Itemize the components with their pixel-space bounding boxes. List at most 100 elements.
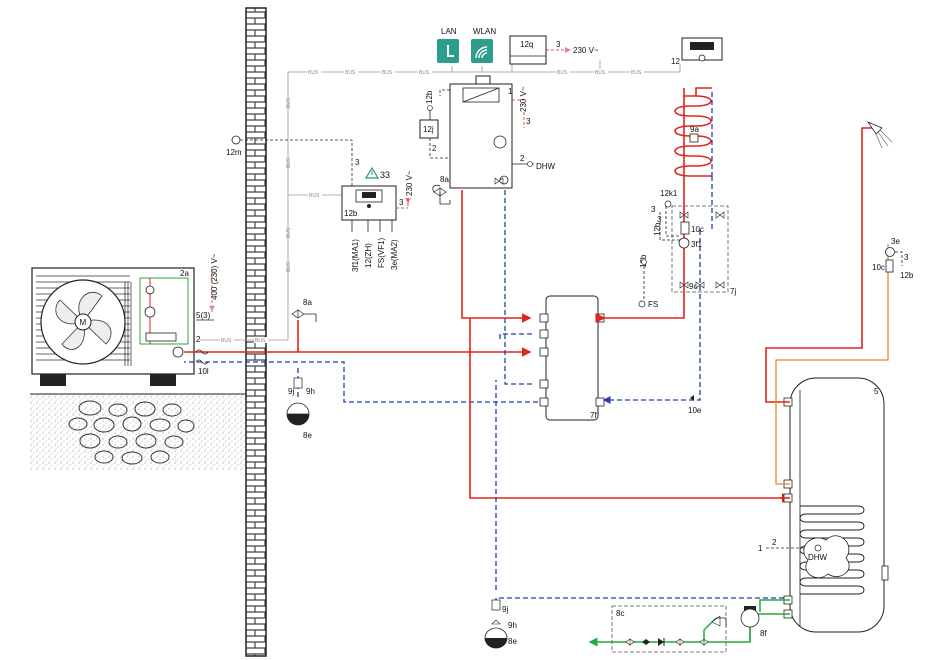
wlan-label: WLAN [473, 27, 496, 36]
label-dhw-a: DHW [536, 162, 556, 171]
check-valve-10e: 10e [688, 395, 702, 415]
label-3e: 3e [891, 237, 900, 246]
bus-tag: BUS [557, 70, 568, 76]
fan-motor-label: M [80, 318, 87, 327]
heat-pump-outdoor-unit: M 2a [31, 267, 195, 386]
bus-tag: BUS [286, 261, 292, 272]
label-230v-ctrl: 230 V~ [405, 170, 414, 196]
bus-tag: BUS [286, 157, 292, 168]
label-2-b: 2 [772, 538, 777, 547]
bus-tag: BUS [255, 338, 266, 344]
label-fs-vf1: FS(VF1) [377, 237, 386, 268]
label-8e-b: 8e [508, 637, 517, 646]
wlan-module: WLAN [471, 27, 496, 63]
bus-tag: BUS [419, 70, 430, 76]
label-5-3: 5(3) [196, 311, 211, 320]
label-2-hp: 2 [196, 335, 201, 344]
label-3-top: 3 [556, 40, 561, 49]
label-dhw-b: DHW [808, 553, 828, 562]
label-9j-b: 9j [502, 605, 508, 614]
label-10e: 10e [688, 406, 702, 415]
bus-tag: BUS [345, 70, 356, 76]
label-8a-a: 8a [440, 175, 449, 184]
label-230v-top: 230 V~ [573, 46, 599, 55]
label-3-ctrl: 3 [355, 158, 360, 167]
safety-valve-8a-store: 8a [432, 175, 451, 205]
label-2a: 2a [180, 269, 189, 278]
heating-controller-12b: 12b 33 3 230 V~ 3f1(MA1) 12(ZH) FS(VF1) … [341, 166, 414, 272]
label-7j: 7j [730, 287, 736, 296]
label-fs: FS [648, 300, 658, 309]
label-12-zh: 12(ZH) [364, 243, 373, 268]
outdoor-sensor-12m: 12m 3 [226, 135, 360, 186]
expansion-vessel-8f: 8f [740, 606, 767, 642]
label-8f: 8f [760, 629, 767, 638]
expansion-vessel-8e-bottom: 9j 9h 8e [484, 599, 517, 649]
label-5: 5 [874, 387, 879, 396]
bus-network: BUS BUS BUS BUS BUS BUS BUS BUS BUS BUS … [200, 60, 680, 344]
buffer-tank-7f: 7f [539, 295, 605, 421]
bus-tag: BUS [286, 227, 292, 238]
shower-icon [861, 121, 893, 149]
dhw-tank-5: 5 DHW 2 1 [758, 377, 889, 633]
label-1-store: 1 [508, 87, 513, 96]
label-2-a: 2 [520, 154, 525, 163]
cold-water-group-8c: 8c [611, 605, 727, 653]
bus-tag: BUS [221, 338, 232, 344]
bus-tag: BUS [286, 97, 292, 108]
mixing-group-7j: 7j 12k1 3 3 10c 12b 3f1 9c [651, 189, 736, 296]
label-3e-ma2: 3e(MA2) [390, 239, 399, 270]
label-3-a: 3 [651, 205, 656, 214]
expansion-vessel-8e-left: 9j 9h 8e [286, 368, 315, 440]
label-12k1: 12k1 [660, 189, 678, 198]
label-12m: 12m [226, 148, 242, 157]
bus-tag: BUS [631, 70, 642, 76]
label-9h-a: 9h [306, 387, 315, 396]
label-10c-a: 10c [691, 225, 704, 234]
primary-circuit-pipes [184, 190, 799, 610]
label-3-c: 3 [904, 253, 909, 262]
label-3f1-ma1: 3f1(MA1) [351, 239, 360, 272]
label-3-store: 3 [526, 117, 531, 126]
warning-icon [364, 166, 380, 179]
label-12q: 12q [520, 40, 533, 49]
label-12b-e: 12b [900, 271, 914, 280]
heating-circuit-pipes [596, 87, 713, 404]
label-3-ctrl2: 3 [399, 198, 404, 207]
bus-tag: BUS [309, 193, 320, 199]
label-12: 12 [671, 57, 680, 66]
bus-tag: BUS [308, 70, 319, 76]
lan-label: LAN [441, 27, 457, 36]
control-module-12q: 12q 3 230 V~ [509, 35, 599, 65]
label-400v: 400 (230) V~ [210, 253, 219, 300]
label-12b-ctrl: 12b [344, 209, 358, 218]
label-12j: 12j [423, 125, 434, 134]
label-3-b: 3 [657, 215, 662, 224]
label-8a-b: 8a [303, 298, 312, 307]
ground [30, 393, 246, 470]
bus-tag: BUS [382, 70, 393, 76]
safety-valve-8a-wall: 8a [291, 298, 317, 322]
label-8e-a: 8e [303, 431, 312, 440]
sensor-12j: 12b 12j 2 [419, 89, 450, 159]
room-control-unit-12: 12 [671, 37, 723, 72]
label-10c-b: 10c [872, 263, 885, 272]
label-2-ctrl: 2 [432, 144, 437, 153]
bus-tag: BUS [595, 70, 606, 76]
label-8c: 8c [616, 609, 624, 618]
label-10l: 10l [198, 367, 209, 376]
flow-sensor-fs: 12b FS [638, 254, 658, 309]
label-1-b: 1 [758, 544, 763, 553]
label-230v-store: 230 V~ [519, 86, 528, 112]
label-9h-b: 9h [508, 621, 517, 630]
label-9a: 9a [690, 125, 699, 134]
indoor-unit-1: 1 230 V~ 3 2 DHW [449, 75, 556, 189]
label-warning-33: 33 [380, 170, 390, 180]
label-7f: 7f [590, 411, 597, 420]
label-9c: 9c [689, 282, 697, 291]
label-9j-a: 9j [288, 387, 294, 396]
label-3f1: 3f1 [691, 240, 703, 249]
circulation-pump-3e: 3e 10c 3 12b [872, 237, 914, 280]
lan-module: LAN [437, 27, 459, 63]
